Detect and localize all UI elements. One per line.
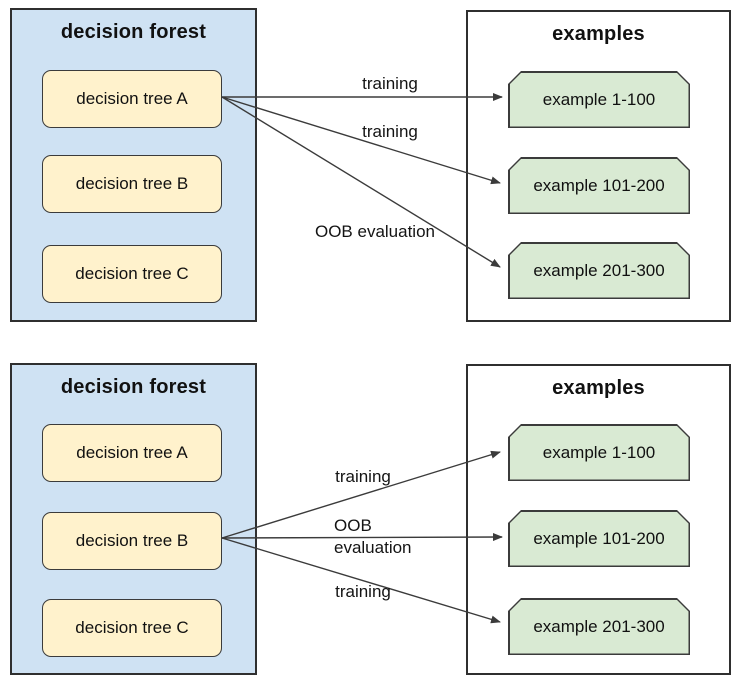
decision-tree-a-box: decision tree A	[42, 424, 222, 482]
example-1-100-label: example 1-100	[510, 426, 689, 480]
example-201-300-box: example 201-300	[508, 242, 690, 299]
arrow-label-training: training	[335, 467, 391, 486]
example-201-300-label: example 201-300	[510, 600, 689, 654]
decision-forest-title: decision forest	[60, 376, 207, 398]
decision-tree-a-box: decision tree A	[42, 70, 222, 128]
decision-forest-panel: decision forest decision tree A decision…	[10, 8, 257, 322]
decision-forest-panel: decision forest decision tree A decision…	[10, 363, 257, 675]
arrow-treeB-to-ex1	[221, 450, 501, 539]
arrow-label-oob-evaluation: OOB evaluation	[315, 222, 435, 241]
arrow-treeA-to-ex3	[221, 96, 501, 268]
example-1-100-box: example 1-100	[508, 424, 690, 481]
example-101-200-box: example 101-200	[508, 510, 690, 567]
arrow-label-training: training	[362, 122, 418, 141]
example-1-100-label: example 1-100	[510, 73, 689, 127]
example-101-200-label: example 101-200	[510, 159, 689, 213]
example-1-100-box: example 1-100	[508, 71, 690, 128]
examples-title: examples	[552, 377, 645, 399]
arrow-treeB-to-ex2	[221, 533, 503, 542]
example-101-200-box: example 101-200	[508, 157, 690, 214]
examples-panel: examples example 1-100 example 101-200 e…	[466, 364, 731, 675]
arrow-label-evaluation: evaluation	[334, 538, 412, 557]
decision-tree-c-label: decision tree C	[75, 618, 189, 637]
decision-tree-a-label: decision tree A	[76, 89, 188, 108]
decision-tree-c-label: decision tree C	[75, 264, 189, 283]
arrow-label-training: training	[335, 582, 391, 601]
example-201-300-label: example 201-300	[510, 244, 689, 298]
examples-title: examples	[552, 23, 645, 45]
decision-tree-b-box: decision tree B	[42, 155, 222, 213]
arrow-label-oob: OOB	[334, 516, 372, 535]
decision-forest-title: decision forest	[60, 21, 207, 43]
example-201-300-box: example 201-300	[508, 598, 690, 655]
arrow-treeB-to-ex3	[221, 537, 501, 624]
decision-tree-b-box: decision tree B	[42, 512, 222, 570]
examples-panel: examples example 1-100 example 101-200 e…	[466, 10, 731, 322]
decision-tree-c-box: decision tree C	[42, 245, 222, 303]
decision-tree-a-label: decision tree A	[76, 443, 188, 462]
example-101-200-label: example 101-200	[510, 512, 689, 566]
arrow-label-training: training	[362, 74, 418, 93]
decision-tree-c-box: decision tree C	[42, 599, 222, 657]
decision-tree-b-label: decision tree B	[75, 531, 189, 550]
decision-tree-b-label: decision tree B	[75, 174, 189, 193]
arrow-treeA-to-ex2	[221, 96, 501, 185]
